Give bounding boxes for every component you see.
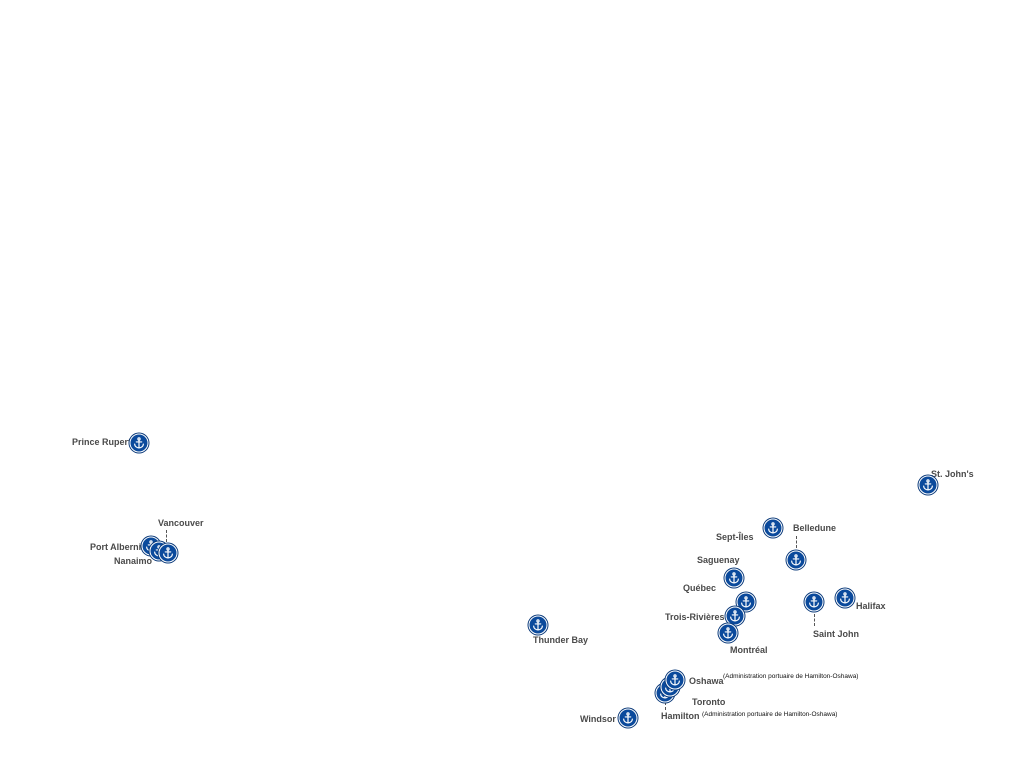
port-label-quebec: Québec — [683, 583, 717, 593]
port-note-oshawa: (Administration portuaire de Hamilton-Os… — [723, 673, 859, 680]
anchor-icon — [840, 592, 850, 604]
port-label-saguenay: Saguenay — [697, 555, 740, 565]
anchor-icon — [163, 547, 173, 559]
anchor-icon — [923, 479, 933, 491]
port-marker-windsor[interactable] — [618, 708, 638, 728]
port-label-belledune: Belledune — [793, 523, 837, 533]
port-label-saint-john: Saint John — [813, 629, 860, 639]
port-label-thunder-bay: Thunder Bay — [533, 635, 589, 645]
anchor-icon — [670, 674, 680, 686]
leader-line — [814, 614, 815, 626]
port-marker-montreal[interactable] — [718, 623, 738, 643]
port-label-toronto: Toronto — [692, 697, 726, 707]
port-marker-saguenay[interactable] — [724, 568, 744, 588]
anchor-icon — [134, 437, 144, 449]
port-label-nanaimo: Nanaimo — [114, 556, 153, 566]
port-marker-belledune[interactable] — [786, 550, 806, 570]
port-label-vancouver: Vancouver — [158, 518, 204, 528]
port-marker-thunder-bay[interactable] — [528, 615, 548, 635]
leader-line — [796, 536, 797, 548]
anchor-icon — [623, 712, 633, 724]
anchor-icon — [723, 627, 733, 639]
port-label-montreal: Montréal — [730, 645, 768, 655]
anchor-icon — [791, 554, 801, 566]
port-marker-quebec[interactable] — [736, 592, 756, 612]
port-marker-sept-iles[interactable] — [763, 518, 783, 538]
anchor-icon — [730, 610, 740, 622]
port-label-oshawa: Oshawa — [689, 676, 724, 686]
port-marker-halifax[interactable] — [835, 588, 855, 608]
port-marker-oshawa[interactable] — [665, 670, 685, 690]
port-label-halifax: Halifax — [856, 601, 886, 611]
port-label-port-alberni: Port Alberni — [90, 542, 142, 552]
port-marker-vancouver[interactable] — [158, 543, 178, 563]
port-label-hamilton: Hamilton — [661, 711, 700, 721]
port-marker-st-johns[interactable] — [918, 475, 938, 495]
port-label-windsor: Windsor — [580, 714, 616, 724]
anchor-icon — [741, 596, 751, 608]
leader-line — [665, 702, 666, 710]
anchor-icon — [809, 596, 819, 608]
anchor-icon — [729, 572, 739, 584]
port-label-trois-rivieres: Trois-Rivières — [665, 612, 725, 622]
port-label-st-johns: St. John's — [931, 469, 974, 479]
port-marker-trois-rivieres[interactable] — [725, 606, 745, 626]
port-marker-saint-john[interactable] — [804, 592, 824, 612]
anchor-icon — [533, 619, 543, 631]
anchor-icon — [768, 522, 778, 534]
leader-line — [166, 530, 167, 542]
port-note-hamilton: (Administration portuaire de Hamilton-Os… — [702, 711, 838, 718]
port-label-sept-iles: Sept-Îles — [716, 532, 754, 542]
port-label-prince-rupert: Prince Rupert — [72, 437, 132, 447]
port-marker-prince-rupert[interactable] — [129, 433, 149, 453]
